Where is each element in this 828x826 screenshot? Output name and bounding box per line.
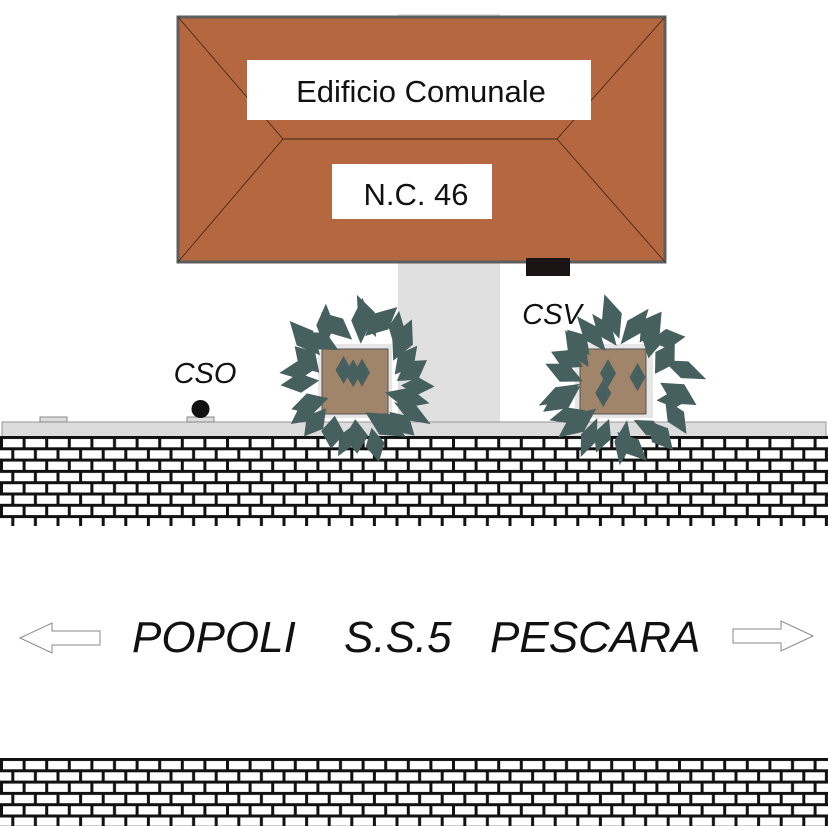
leaf [321,312,353,340]
leaf [595,379,612,408]
leaf [305,332,339,350]
leaf [538,383,580,406]
arrow-right-icon [732,620,815,652]
leaf [649,328,686,349]
leaf [294,346,320,373]
leaf [633,420,666,436]
leaf [396,360,427,381]
leaf [394,402,431,425]
building-name: Edificio Comunale [296,74,546,109]
csv-marker [526,258,570,276]
leaf [594,419,611,453]
leaf [600,359,617,388]
arrow-left-icon [18,622,101,654]
leaf [289,321,321,356]
leaf [291,393,329,414]
leaf [580,418,598,457]
leaf [614,420,633,466]
leaf [365,412,406,437]
cso-label: CSO [174,358,237,390]
brick-wall-top [0,436,828,526]
building-roof [176,15,667,264]
building-number-box [332,164,492,219]
csv-label: CSV [522,299,584,331]
building-number: N.C. 46 [363,177,468,212]
leaf [353,358,370,387]
road-name: S.S.5 [344,613,452,662]
leaf [545,363,583,382]
road-right-destination: PESCARA [490,613,700,662]
sidewalk [1,421,827,439]
tree-planter-right [538,294,707,466]
leaf [576,316,606,352]
leaf [620,308,649,345]
leaf [316,303,335,348]
leaf [602,294,622,339]
leaf [629,363,646,392]
leaf [665,399,687,434]
leaf [394,345,418,375]
leaf [592,313,617,346]
leaf [549,407,586,424]
leaf [365,307,398,336]
tree-planter-left [279,294,435,462]
leaf [365,427,385,462]
leaf [663,360,707,380]
csv-label-bg [502,276,592,334]
brick-wall-bottom [0,758,828,826]
leaf [551,349,583,369]
leaf [384,387,430,408]
leaf [400,377,435,395]
road-left-destination: POPOLI [132,613,296,662]
leaf [656,390,693,408]
manhole-cover [39,416,68,423]
cso-marker [191,400,210,418]
building-name-box [247,60,591,120]
leaf [558,408,597,438]
leaf [392,319,413,361]
leaf [280,373,320,393]
leaf [338,423,356,457]
leaf [345,359,362,388]
leaf [321,415,345,449]
